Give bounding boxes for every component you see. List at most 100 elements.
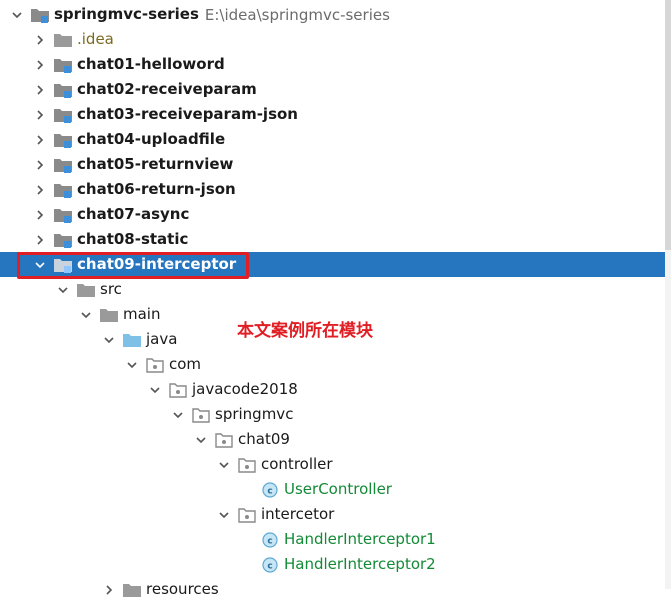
module-folder-icon: [53, 256, 73, 274]
tree-label-idea: .idea: [77, 30, 114, 48]
resources-folder-icon: [122, 581, 142, 599]
annotation-label: 本文案例所在模块: [237, 321, 373, 341]
tree-label-javacode2018: javacode2018: [192, 380, 298, 398]
tree-label-chat01: chat01-helloword: [77, 55, 225, 73]
module-folder-icon: [53, 81, 73, 99]
chevron-down-icon[interactable]: [10, 2, 24, 27]
module-folder-icon: [53, 231, 73, 249]
tree-label-usercontroller: UserController: [284, 480, 392, 498]
chevron-down-icon[interactable]: [56, 277, 70, 302]
tree-row-javacode2018[interactable]: javacode2018: [0, 377, 665, 402]
tree-row-main[interactable]: main: [0, 302, 665, 327]
tree-label-chat08: chat08-static: [77, 230, 189, 248]
package-icon: [237, 456, 257, 474]
chevron-right-icon[interactable]: [33, 227, 47, 252]
tree-label-chat02: chat02-receiveparam: [77, 80, 257, 98]
tree-label-chat09: chat09-interceptor: [77, 255, 237, 273]
tree-label-springmvc: springmvc: [215, 405, 294, 423]
tree-row-root[interactable]: springmvc-series E:\idea\springmvc-serie…: [0, 2, 665, 27]
tree-row-src[interactable]: src: [0, 277, 665, 302]
tree-row-usercontroller[interactable]: c UserController: [0, 477, 665, 502]
tree-row-idea[interactable]: .idea: [0, 27, 665, 52]
chevron-right-icon[interactable]: [33, 152, 47, 177]
chevron-down-icon[interactable]: [102, 327, 116, 352]
tree-row-com[interactable]: com: [0, 352, 665, 377]
tree-row-controller[interactable]: controller: [0, 452, 665, 477]
tree-label-chat09-package: chat09: [238, 430, 290, 448]
chevron-down-icon[interactable]: [194, 427, 208, 452]
tree-label-chat07: chat07-async: [77, 205, 190, 223]
chevron-down-icon[interactable]: [171, 402, 185, 427]
chevron-right-icon[interactable]: [33, 77, 47, 102]
tree-label-intercetor: intercetor: [261, 505, 335, 523]
chevron-right-icon[interactable]: [33, 127, 47, 152]
module-folder-icon: [53, 156, 73, 174]
tree-row-intercetor[interactable]: intercetor: [0, 502, 665, 527]
module-folder-icon: [53, 106, 73, 124]
tree-row-chat09-package[interactable]: chat09: [0, 427, 665, 452]
tree-label-src: src: [100, 280, 122, 298]
tree-row-resources[interactable]: resources: [0, 577, 665, 602]
chevron-right-icon[interactable]: [33, 52, 47, 77]
package-icon: [145, 356, 165, 374]
class-icon: c: [260, 556, 280, 574]
module-folder-icon: [53, 56, 73, 74]
tree-label-chat05: chat05-returnview: [77, 155, 234, 173]
tree-row-chat01[interactable]: chat01-helloword: [0, 52, 665, 77]
tree-label-chat06: chat06-return-json: [77, 180, 236, 198]
module-folder-icon: [30, 6, 50, 24]
tree-label-chat03: chat03-receiveparam-json: [77, 105, 298, 123]
tree-row-handlerinterceptor2[interactable]: c HandlerInterceptor2: [0, 552, 665, 577]
tree-label-root: springmvc-series: [54, 5, 199, 23]
tree-label-controller: controller: [261, 455, 333, 473]
scrollbar-thumb[interactable]: [665, 0, 671, 250]
package-icon: [168, 381, 188, 399]
tree-label-main: main: [123, 305, 161, 323]
package-icon: [214, 431, 234, 449]
chevron-right-icon[interactable]: [33, 177, 47, 202]
tree-row-chat04[interactable]: chat04-uploadfile: [0, 127, 665, 152]
package-icon: [191, 406, 211, 424]
tree-row-chat03[interactable]: chat03-receiveparam-json: [0, 102, 665, 127]
tree-label-chat04: chat04-uploadfile: [77, 130, 226, 148]
tree-row-java[interactable]: java: [0, 327, 665, 352]
module-folder-icon: [53, 131, 73, 149]
chevron-right-icon[interactable]: [102, 577, 116, 602]
chevron-right-icon[interactable]: [33, 27, 47, 52]
tree-label-handlerinterceptor2: HandlerInterceptor2: [284, 555, 436, 573]
source-folder-icon: [122, 331, 142, 349]
tree-row-chat09-selected[interactable]: chat09-interceptor: [0, 252, 665, 277]
svg-text:c: c: [267, 561, 272, 571]
chevron-down-icon[interactable]: [217, 502, 231, 527]
tree-row-chat06[interactable]: chat06-return-json: [0, 177, 665, 202]
module-folder-icon: [53, 181, 73, 199]
chevron-down-icon[interactable]: [148, 377, 162, 402]
chevron-down-icon[interactable]: [33, 252, 47, 277]
tree-row-springmvc[interactable]: springmvc: [0, 402, 665, 427]
tree-row-chat05[interactable]: chat05-returnview: [0, 152, 665, 177]
tree-row-chat08[interactable]: chat08-static: [0, 227, 665, 252]
vertical-scrollbar[interactable]: [665, 0, 671, 589]
folder-icon: [76, 281, 96, 299]
root-path-hint: E:\idea\springmvc-series: [204, 5, 390, 24]
class-icon: c: [260, 531, 280, 549]
module-folder-icon: [53, 206, 73, 224]
chevron-right-icon[interactable]: [33, 202, 47, 227]
class-icon: c: [260, 481, 280, 499]
chevron-down-icon[interactable]: [125, 352, 139, 377]
svg-text:c: c: [267, 536, 272, 546]
tree-row-handlerinterceptor1[interactable]: c HandlerInterceptor1: [0, 527, 665, 552]
tree-label-com: com: [169, 355, 202, 373]
package-icon: [237, 506, 257, 524]
tree-label-handlerinterceptor1: HandlerInterceptor1: [284, 530, 436, 548]
svg-text:c: c: [267, 486, 272, 496]
tree-row-chat07[interactable]: chat07-async: [0, 202, 665, 227]
chevron-right-icon[interactable]: [33, 102, 47, 127]
tree-label-java: java: [146, 330, 178, 348]
tree-row-chat02[interactable]: chat02-receiveparam: [0, 77, 665, 102]
folder-icon: [99, 306, 119, 324]
chevron-down-icon[interactable]: [79, 302, 93, 327]
chevron-down-icon[interactable]: [217, 452, 231, 477]
tree-label-resources: resources: [146, 580, 219, 598]
